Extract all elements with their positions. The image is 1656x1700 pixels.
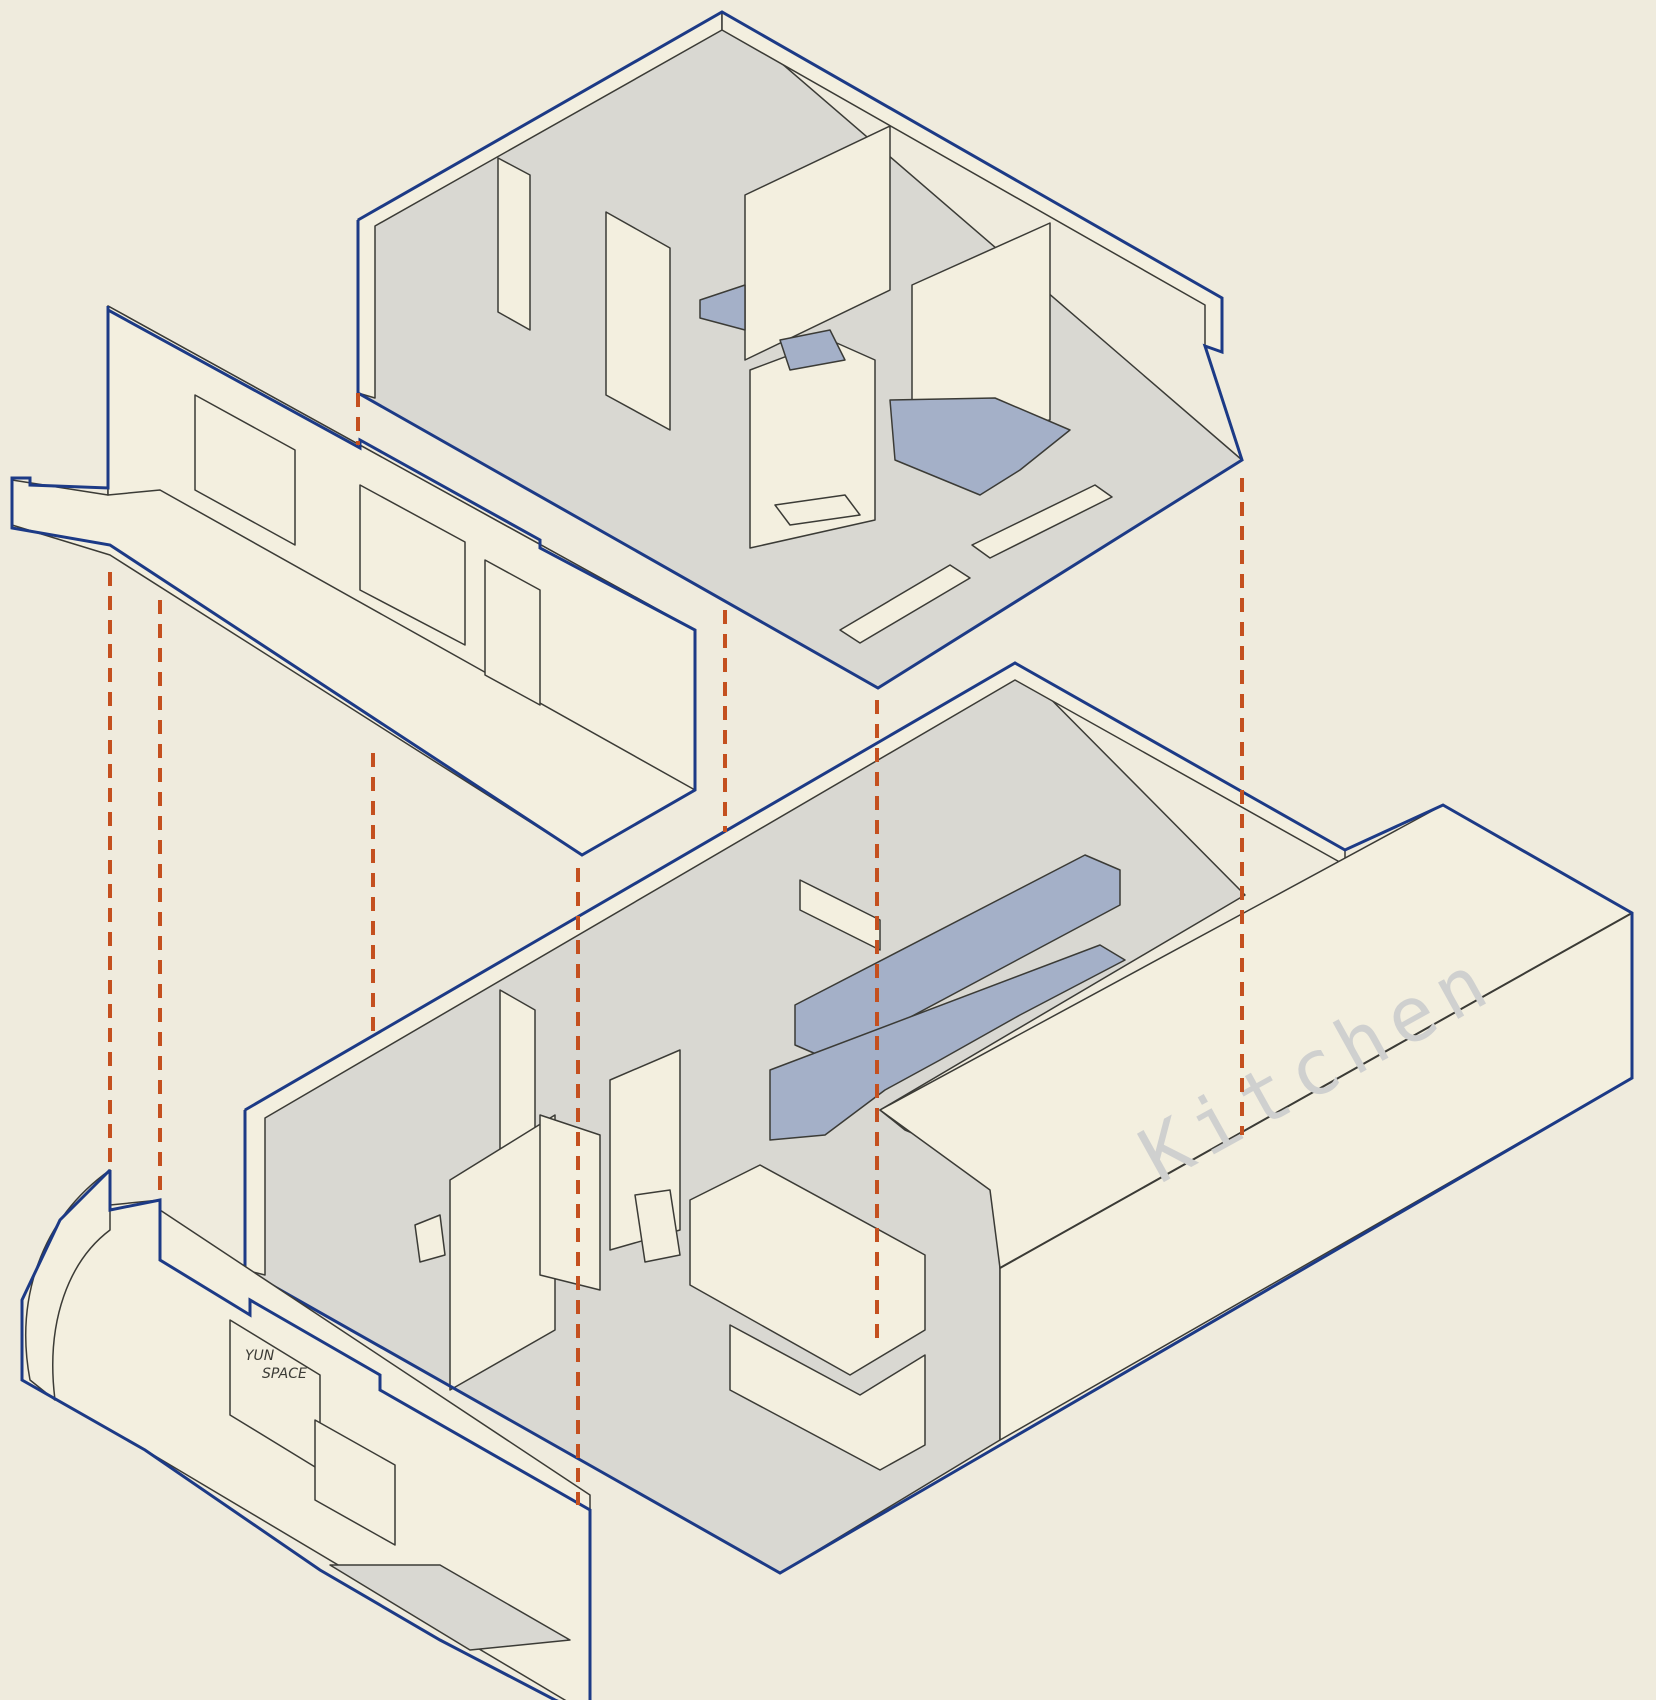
upper-bench-2	[971, 484, 1113, 559]
alignment-lines	[108, 393, 1244, 1505]
main-partition-3	[539, 1114, 601, 1291]
upper-floor-outline	[356, 10, 1244, 690]
main-floor-outline	[243, 661, 1634, 1575]
main-counter-front	[729, 1324, 926, 1471]
yun-space-sign-top: YUN	[245, 1348, 275, 1364]
entry-counter	[314, 1419, 396, 1546]
entry-module: YUN SPACE	[20, 1168, 592, 1700]
mezzanine-panel-1	[194, 394, 296, 546]
main-lower-counter-blue	[769, 944, 1126, 1141]
upper-bed-blue-2	[889, 397, 1071, 496]
mezzanine-panel-3	[484, 559, 541, 706]
upper-bed-blue-1	[699, 284, 746, 331]
upper-bench-1	[839, 564, 971, 644]
entry-outline	[20, 1168, 592, 1700]
upper-bench-blue	[779, 329, 846, 371]
main-island	[689, 1164, 926, 1376]
upper-table	[774, 494, 861, 526]
main-partition-5	[799, 879, 881, 951]
main-floor-module: Kitchen	[243, 661, 1634, 1575]
kitchen-volume-edge	[999, 912, 1633, 1269]
main-partition-2	[449, 1114, 556, 1391]
entry-floor	[329, 1564, 571, 1651]
upper-partition-4	[911, 222, 1051, 441]
main-stone-block	[634, 1189, 681, 1263]
main-upper-cabinets-blue	[794, 854, 1121, 1061]
main-chair	[414, 1214, 446, 1263]
yun-space-sign-bottom: SPACE	[262, 1366, 307, 1382]
upper-floor-module	[356, 10, 1244, 690]
upper-partition-1	[497, 157, 531, 331]
upper-partition-2	[605, 211, 671, 431]
mezzanine-panel-2	[359, 484, 466, 646]
